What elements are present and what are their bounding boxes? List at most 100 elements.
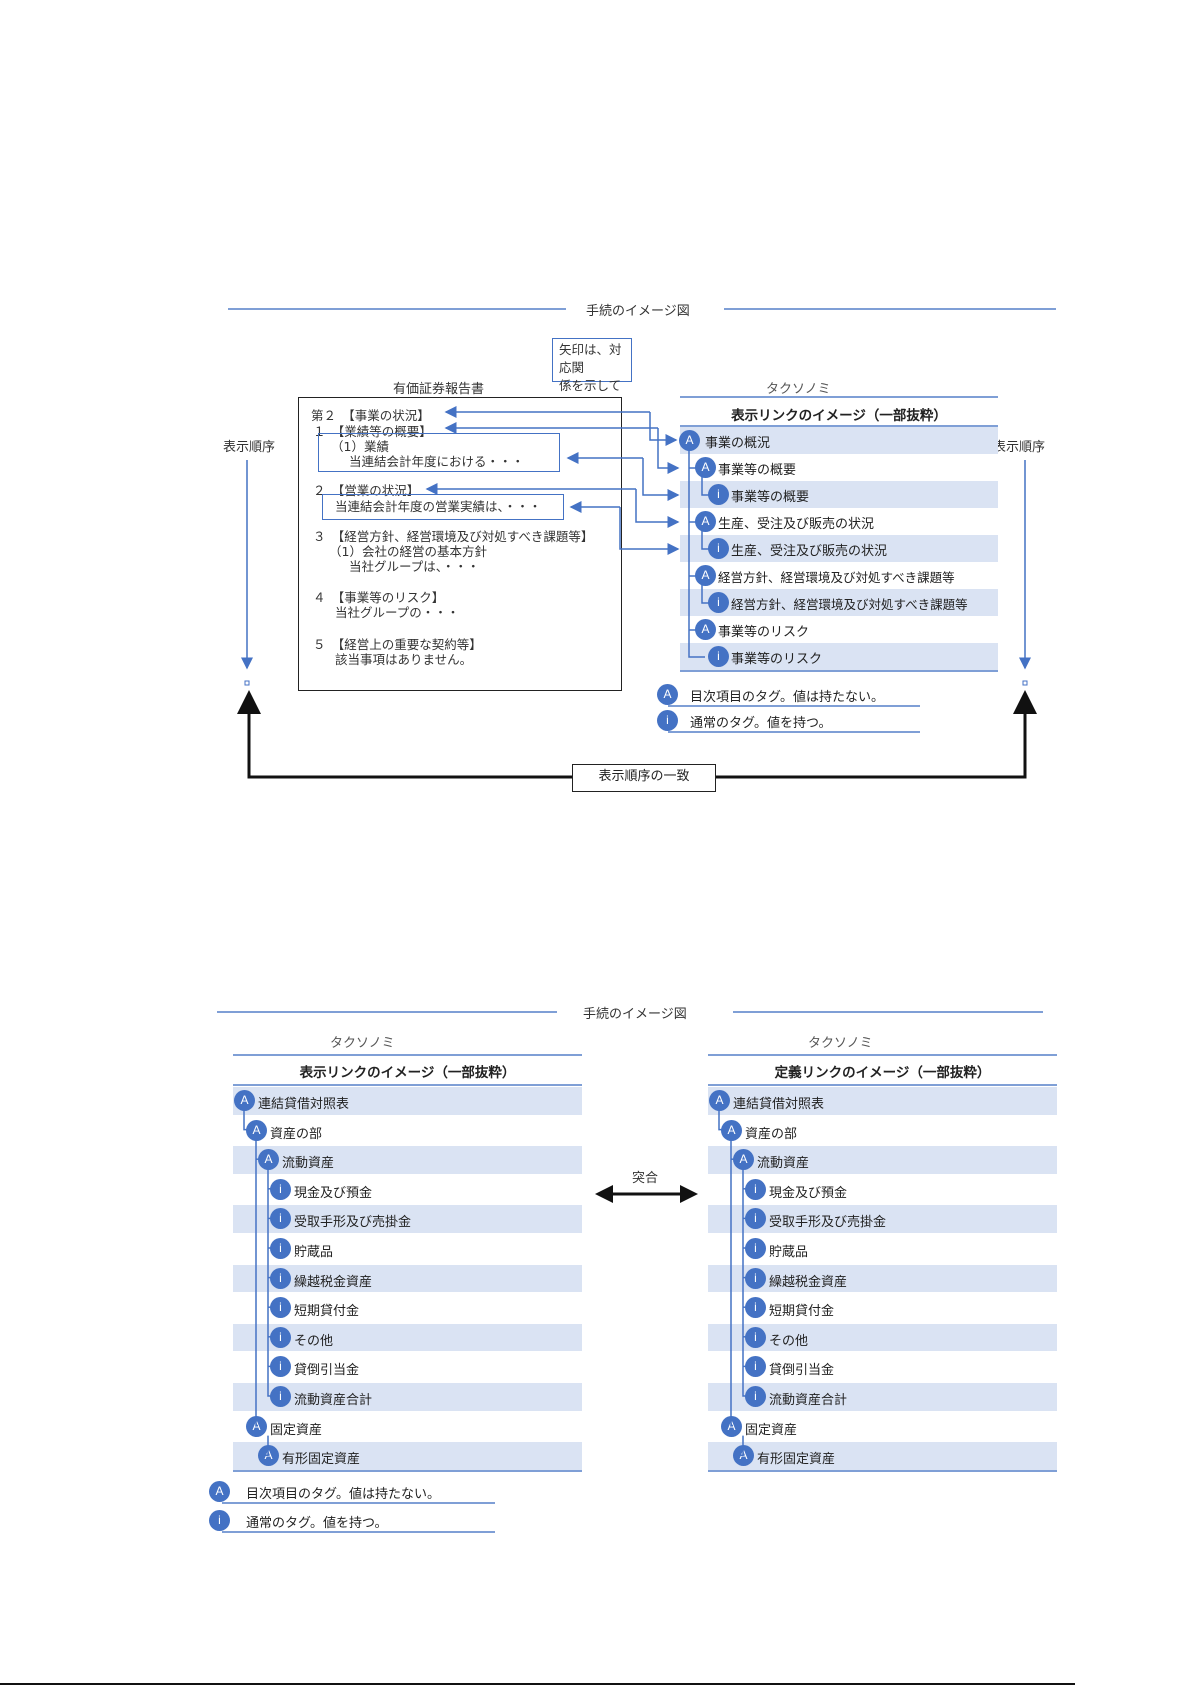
abstract-tag-icon: A	[721, 1415, 742, 1437]
table-row	[680, 643, 998, 670]
legend-rule	[668, 705, 920, 707]
legend-label: 通常のタグ。値を持つ。	[246, 1516, 388, 1531]
row-label: 繰越税金資産	[294, 1274, 373, 1290]
note-line: 矢印は、対応関	[559, 342, 622, 375]
correspondence-arrow	[649, 412, 678, 446]
securities-report-box: 第２ 【事業の状況】 １ 【業績等の概要】 （1）業績 当連結会計年度における・…	[298, 397, 622, 691]
diagram1-connectors	[237, 406, 1037, 779]
doc-line: １ 【業績等の概要】	[313, 424, 432, 439]
row-label: 流動資産	[757, 1156, 810, 1172]
table-row	[708, 1323, 1057, 1352]
item-tag-icon: i	[745, 1178, 766, 1200]
doc-subsection-box	[318, 433, 560, 472]
item-tag-icon: i	[708, 646, 729, 667]
doc-line: 該当事項はありません。	[335, 652, 473, 667]
doc-line: （1）会社の経営の基本方針	[329, 544, 487, 559]
row-label: その他	[769, 1333, 809, 1349]
row-label: 連結貸借対照表	[258, 1097, 350, 1112]
row-label: 貯蔵品	[769, 1245, 809, 1260]
row-label: 繰越税金資産	[769, 1274, 848, 1290]
order-anchor	[1022, 680, 1028, 686]
item-tag-icon: i	[708, 484, 729, 505]
tree-connector	[701, 473, 710, 496]
item-tag-icon: i	[657, 710, 678, 731]
diagram-title: 手続のイメージ図	[583, 1007, 687, 1022]
row-label: 資産の部	[270, 1126, 323, 1142]
doc-line: 当連結会計年度の営業実績は、・・・	[335, 499, 542, 514]
doc-line: 当社グループの・・・	[335, 605, 460, 620]
correspondence-arrow	[642, 458, 680, 501]
title-rule-right	[733, 1011, 1043, 1013]
abstract-tag-icon: A	[733, 1149, 754, 1171]
item-tag-icon: i	[708, 538, 729, 559]
abstract-tag-icon: A	[695, 511, 716, 532]
table-row	[708, 1146, 1057, 1174]
taxonomy-title-left: タクソノミ	[330, 1036, 395, 1051]
legend-label: 目次項目のタグ。値は持たない。	[246, 1487, 440, 1502]
row-label: 固定資産	[745, 1422, 798, 1438]
row-label: 受取手形及び売掛金	[769, 1215, 887, 1231]
taxonomy-title-right: タクソノミ	[808, 1036, 873, 1051]
row-label: 生産、受注及び販売の状況	[718, 517, 875, 532]
correspondence-arrow	[619, 507, 680, 555]
match-label: 突合	[632, 1171, 659, 1186]
tree-connector	[701, 581, 710, 604]
row-label: 貸倒引当金	[294, 1363, 360, 1379]
doc-subsection-box	[322, 494, 564, 520]
row-label: 流動資産	[282, 1156, 335, 1172]
row-label: 経営方針、経営環境及び対処すべき課題等	[718, 570, 955, 585]
table-top-rule	[233, 1054, 582, 1056]
table-bottom-rule	[708, 1470, 1057, 1472]
display-order-match-box: 表示順序の一致	[572, 764, 716, 792]
table-bottom-rule	[233, 1470, 582, 1472]
title-rule-right	[724, 308, 1056, 310]
order-anchor	[244, 680, 250, 686]
correspondence-arrow	[657, 428, 680, 474]
table-header-rule	[680, 425, 998, 427]
row-label: 流動資産合計	[294, 1393, 373, 1408]
item-tag-icon: i	[270, 1267, 291, 1289]
abstract-tag-icon: A	[657, 684, 678, 705]
row-label: 生産、受注及び販売の状況	[731, 544, 888, 559]
order-match-connector	[715, 690, 1037, 779]
item-tag-icon: i	[708, 592, 729, 613]
row-label: 現金及び預金	[769, 1185, 848, 1201]
presentation-link-header: 表示リンクのイメージ（一部抜粋）	[299, 1065, 516, 1081]
table-row	[680, 481, 998, 508]
row-label: 受取手形及び売掛金	[294, 1215, 412, 1231]
item-tag-icon: i	[270, 1178, 291, 1200]
row-label: 資産の部	[745, 1126, 798, 1142]
abstract-tag-icon: A	[234, 1090, 255, 1111]
abstract-tag-icon: A	[209, 1481, 230, 1502]
diagram-title: 手続のイメージ図	[586, 304, 690, 319]
row-label: 貯蔵品	[294, 1245, 334, 1260]
item-tag-icon: i	[270, 1238, 291, 1259]
securities-report-title: 有価証券報告書	[393, 382, 485, 397]
row-label: 流動資産合計	[769, 1393, 848, 1408]
row-label: 有形固定資産	[282, 1452, 361, 1468]
item-tag-icon: i	[270, 1386, 291, 1407]
table-row	[233, 1205, 582, 1233]
tree-connector	[701, 527, 710, 550]
table-row	[680, 535, 998, 562]
item-tag-icon: i	[745, 1326, 766, 1348]
definition-link-header: 定義リンクのイメージ（一部抜粋）	[774, 1065, 991, 1081]
title-rule-left	[228, 308, 566, 310]
page-footer-rule	[0, 1683, 1075, 1685]
legend-label: 通常のタグ。値を持つ。	[690, 716, 832, 731]
order-match-connector	[237, 690, 572, 779]
item-tag-icon: i	[745, 1386, 766, 1407]
table-row	[233, 1146, 582, 1174]
legend-label: 目次項目のタグ。値は持たない。	[690, 690, 884, 705]
abstract-tag-icon: A	[258, 1149, 279, 1171]
abstract-tag-icon: A	[695, 565, 716, 586]
item-tag-icon: i	[745, 1208, 766, 1230]
row-label: 固定資産	[270, 1422, 323, 1438]
item-tag-icon: i	[745, 1238, 766, 1259]
legend-rule	[668, 731, 920, 733]
row-label: 事業等のリスク	[731, 652, 823, 667]
display-order-label-left: 表示順序	[223, 440, 276, 455]
doc-line: 当社グループは、・・・	[349, 559, 480, 574]
doc-line: ３ 【経営方針、経営環境及び対処すべき課題等】	[313, 529, 594, 544]
legend-rule	[222, 1531, 495, 1533]
